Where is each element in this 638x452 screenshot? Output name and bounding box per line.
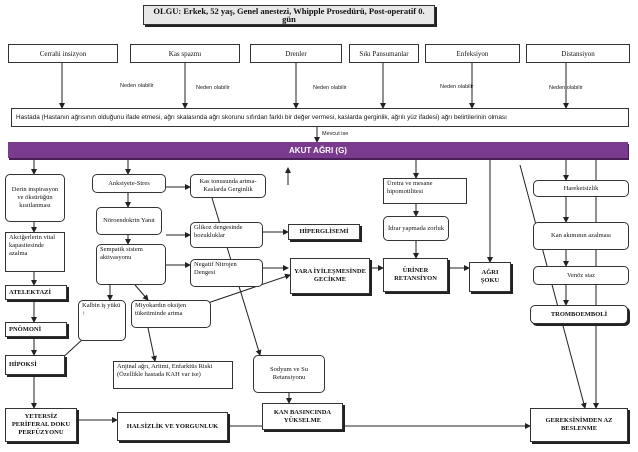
node-gereksinim: GEREKSİNİMDEN AZ BESLENME: [530, 408, 628, 442]
node-idrar: İdrar yapmada zorluk: [383, 216, 449, 241]
node-sodyum: Sodyum ve Su Retansiyonu: [253, 355, 325, 393]
factor-cerrahi-insizyon: Cerrahi insizyon: [8, 44, 118, 63]
node-yetersiz: YETERSİZ PERİFERAL DOKU PERFÜZYONU: [5, 408, 77, 442]
case-title-box: OLGU: Erkek, 52 yaş, Genel anestezi, Whi…: [143, 5, 435, 25]
case-title: OLGU: Erkek, 52 yaş, Genel anestezi, Whi…: [153, 6, 425, 24]
edge-label: Neden olabilir: [120, 83, 154, 89]
node-kan-basinci: KAN BASINCINDA YÜKSELME: [262, 403, 343, 430]
node-glikoz: Glikoz dengesinde bozukluklar: [190, 222, 263, 248]
edge-label: Neden olabilir: [313, 85, 347, 91]
node-anjinal: Anjinal ağrı, Aritmi, Enfarktüs Riski (Ö…: [113, 361, 233, 389]
node-kan-akim: Kan akımının azalması: [533, 222, 629, 250]
node-agri-soku: AĞRI ŞOKU: [469, 262, 511, 292]
node-uriner: ÜRİNER RETANSİYON: [383, 258, 448, 292]
node-noroendokrin: Nöroendokrin Yanıt: [96, 207, 162, 235]
node-uretra: Üretra ve mesane hipomotilitesi: [383, 178, 467, 204]
node-tromboemboli: TROMBOEMBOLİ: [530, 305, 628, 324]
node-venoz: Venöz staz: [533, 266, 629, 285]
main-problem-label: AKUT AĞRI (G): [289, 145, 347, 155]
main-problem-band: AKUT AĞRI (G): [8, 142, 628, 158]
node-hipoksi: HİPOKSİ: [5, 355, 65, 375]
edge-label: Neden olabilir: [196, 85, 230, 91]
node-negatif: Negatif Nitrojen Dengesi: [190, 259, 263, 287]
node-atelektazi: ATELEKTAZİ: [5, 285, 67, 300]
node-derin: Derin inspirasyon ve öksürüğün kısıtlanm…: [5, 174, 65, 222]
node-sempatik: Sempatik sistem aktivasyonu: [96, 244, 166, 285]
factor-siki-pansumanlar: Sıkı Pansumanlar: [349, 44, 419, 63]
node-akciger: Akciğerlerin vital kapasitesinde azalma: [5, 232, 65, 272]
node-halsizlik: HALSİZLİK VE YORGUNLUK: [117, 412, 228, 441]
node-yara: YARA İYİLEŞMESİNDE GECİKME: [290, 258, 370, 294]
factor-distansiyon: Distansiyon: [526, 44, 630, 63]
node-anksiyete: Anksiyete-Stres: [92, 174, 166, 193]
node-miyokardin: Miyokardın oksijen tüketiminde artma: [131, 300, 211, 328]
edge-label: Neden olabilir: [549, 85, 583, 91]
factor-drenler: Drenler: [250, 44, 342, 63]
edge-label: Neden olabilir: [440, 84, 474, 90]
node-hiperglisemi: HİPERGLİSEMİ: [288, 224, 360, 240]
mevcut-label: Mevcut ise: [322, 131, 349, 137]
factor-enfeksiyon: Enfeksiyon: [425, 44, 520, 63]
factor-kas-spazmi: Kas spazmı: [130, 44, 240, 63]
node-kalbin: Kalbin iş yükü ↑: [78, 300, 126, 341]
node-hareketsizlik: Hareketsizlik: [533, 180, 629, 197]
node-kas-tonusu: Kas tonusunda artma- Kaslarda Gerginlik: [190, 174, 266, 198]
observation-box: Hastada (Hastanın ağrısının olduğunu ifa…: [11, 108, 629, 127]
node-pnomoni: PNÖMONİ: [5, 322, 67, 337]
